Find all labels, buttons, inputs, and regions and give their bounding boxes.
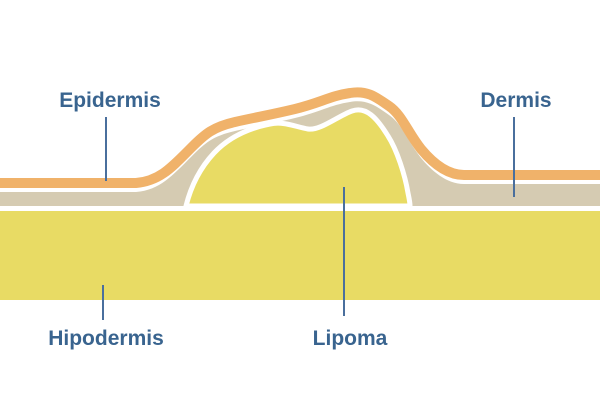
hipodermis-label: Hipodermis bbox=[48, 327, 164, 350]
dermis-label: Dermis bbox=[480, 89, 551, 112]
lipoma-label: Lipoma bbox=[313, 327, 388, 350]
hipodermis-layer bbox=[0, 211, 600, 300]
epidermis-label: Epidermis bbox=[59, 89, 161, 112]
epidermis-layer bbox=[0, 87, 600, 188]
lipoma-mass bbox=[183, 107, 413, 209]
